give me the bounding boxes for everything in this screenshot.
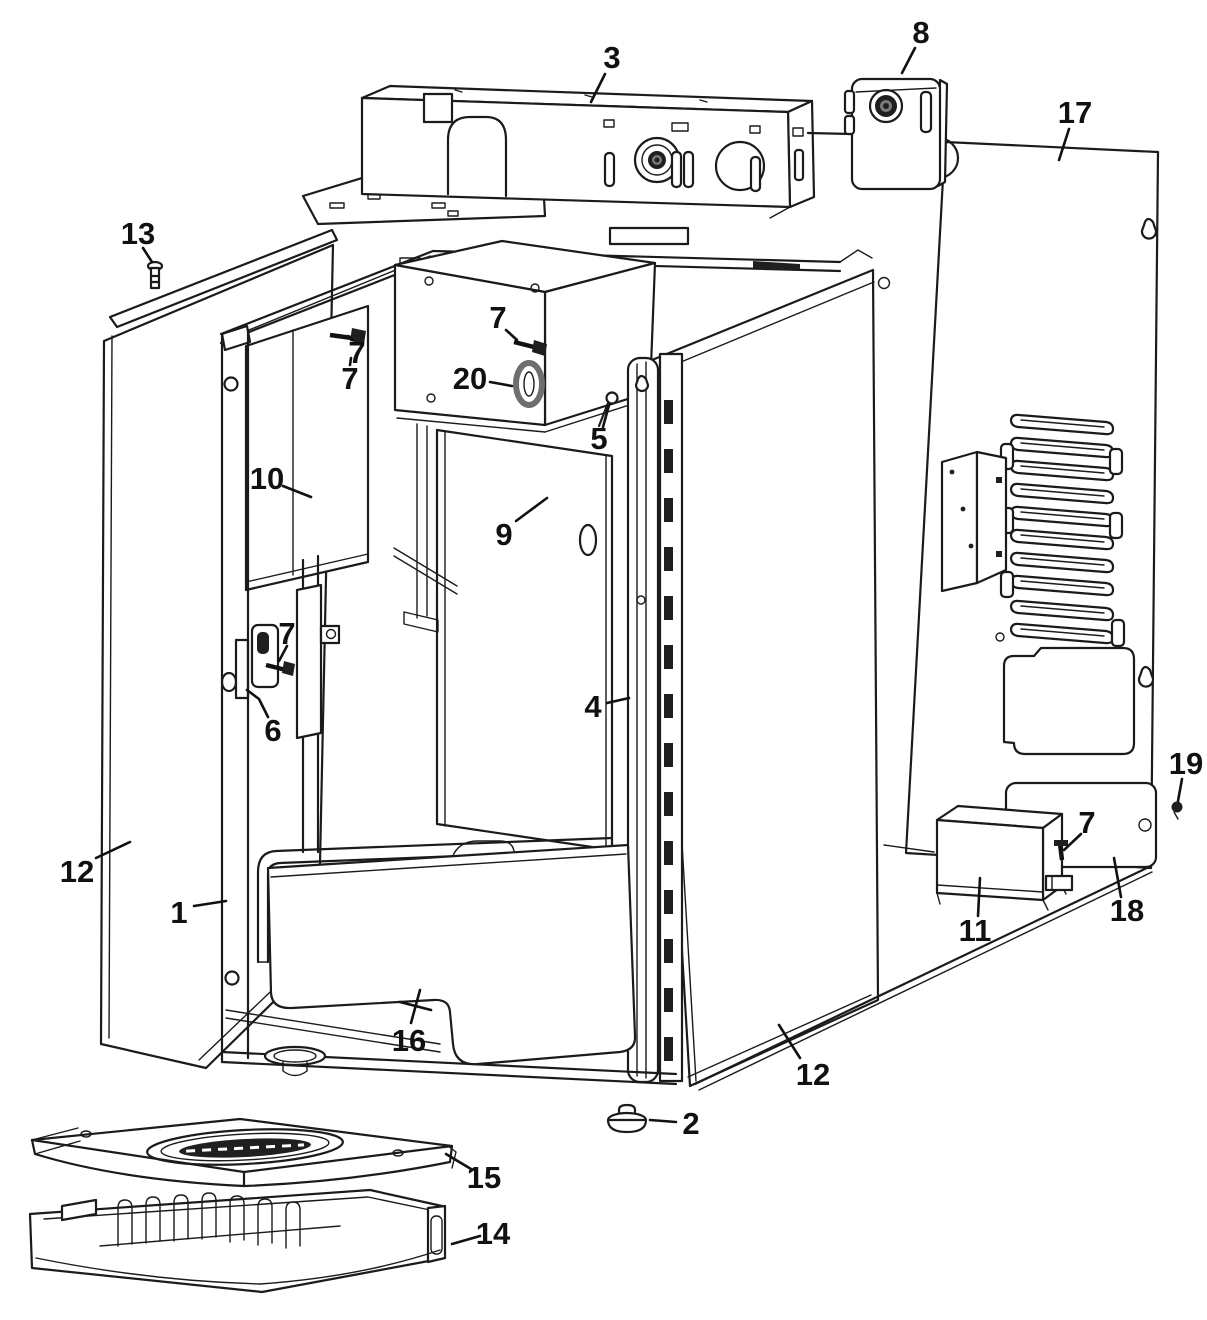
screw-7-housing-icon <box>513 339 547 356</box>
part-label-7e: 7 <box>1078 805 1095 840</box>
base-plate-15 <box>30 1117 457 1188</box>
part-label-9: 9 <box>495 517 512 552</box>
fan-grille <box>146 1128 344 1166</box>
screw-13-icon <box>146 260 164 290</box>
part-label-11: 11 <box>959 913 992 948</box>
leveling-foot-2 <box>606 1103 648 1134</box>
power-cord <box>693 844 1153 1091</box>
hinge-rail-4 <box>626 352 684 1084</box>
part-label-8: 8 <box>912 15 929 50</box>
drip-tray-14 <box>28 1188 447 1294</box>
part-label-18: 18 <box>1110 893 1144 928</box>
compressor-cover-11 <box>935 804 1074 911</box>
part-label-20: 20 <box>453 361 487 396</box>
screw-7-cover-icon <box>1054 840 1068 861</box>
part-label-7c: 7 <box>341 361 358 396</box>
part-label-19: 19 <box>1169 746 1203 781</box>
part-label-2: 2 <box>682 1106 699 1141</box>
thermostat-box-8 <box>806 77 960 191</box>
control-assembly-3 <box>301 84 816 246</box>
grommet-20 <box>513 360 545 408</box>
part-label-15: 15 <box>467 1160 501 1195</box>
bottom-pan-16 <box>256 836 637 1066</box>
part-label-17: 17 <box>1058 95 1092 130</box>
part-label-16: 16 <box>392 1023 426 1058</box>
cabinet <box>219 239 891 1134</box>
drain-tube <box>403 423 439 633</box>
part-label-6: 6 <box>264 713 281 748</box>
floor-drain <box>263 1045 327 1077</box>
part-label-14: 14 <box>476 1216 511 1251</box>
part-label-7a: 7 <box>489 300 506 335</box>
rear-panel-17 <box>904 140 1160 870</box>
part-label-13: 13 <box>121 216 155 251</box>
part-label-4: 4 <box>584 689 602 724</box>
part-label-3: 3 <box>603 40 620 75</box>
part-label-5: 5 <box>590 421 607 456</box>
callout-numbers: 3 8 17 13 7 20 5 10 9 7 7 7 6 4 12 1 16 … <box>60 15 1203 1251</box>
part-label-10: 10 <box>250 461 284 496</box>
inner-liner-9 <box>393 428 614 852</box>
part-label-1: 1 <box>170 895 187 930</box>
screw-7-latch-icon <box>265 661 295 676</box>
part-label-7d: 7 <box>278 616 295 651</box>
screw-19-icon <box>1171 801 1183 820</box>
evaporator-housing <box>393 239 657 433</box>
screw-5-icon <box>597 391 619 428</box>
mullion-latch <box>220 554 341 854</box>
part-label-12-left: 12 <box>60 854 94 889</box>
part-label-12-right: 12 <box>796 1057 830 1092</box>
callout-leaders <box>94 46 1184 1246</box>
louver-bracket <box>940 450 1008 593</box>
partition-10 <box>244 304 370 592</box>
hinge-dashes <box>664 400 673 1061</box>
vent-louvers <box>995 413 1126 648</box>
side-panel-12-right <box>645 249 891 1088</box>
part-label-7b: 7 <box>348 335 365 370</box>
